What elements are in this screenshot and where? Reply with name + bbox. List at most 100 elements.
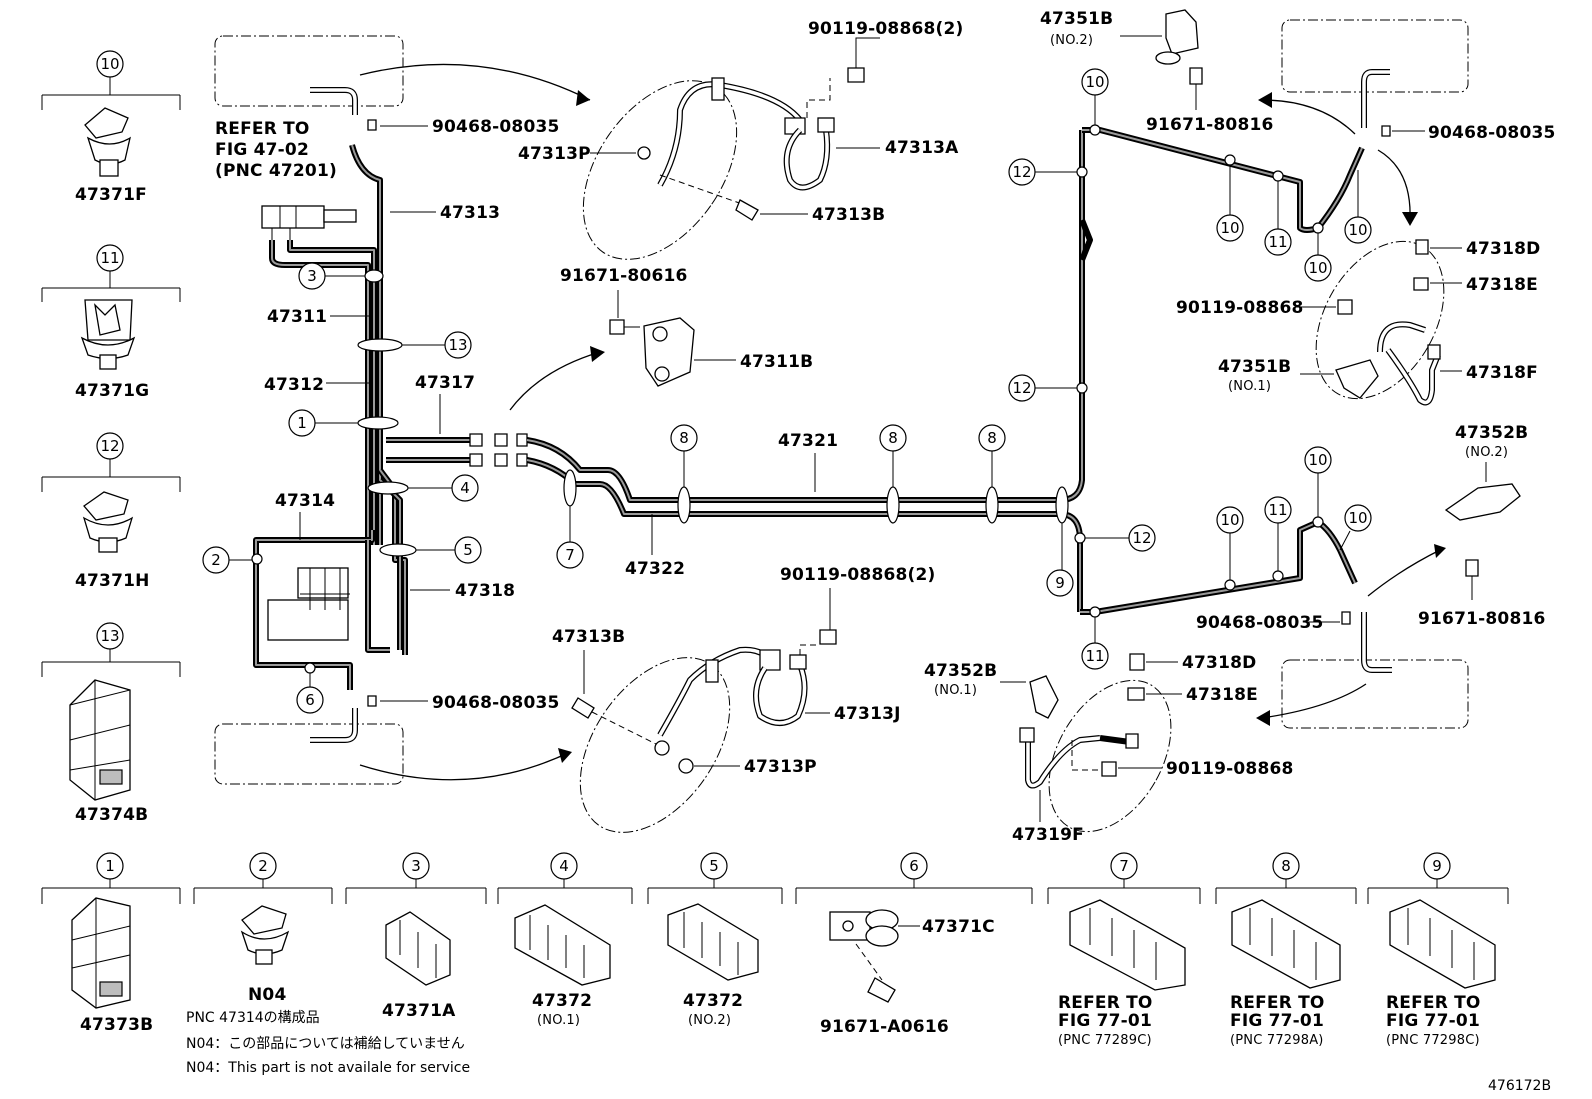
svg-text:10: 10 <box>1220 511 1239 529</box>
refer-line1: REFER TO <box>215 119 310 139</box>
label-47317: 47317 <box>415 373 475 393</box>
svg-text:3: 3 <box>411 857 421 875</box>
bottom-part-9-pnc: (PNC 77298C) <box>1386 1033 1480 1048</box>
svg-text:12: 12 <box>1132 529 1151 547</box>
bottom-part-9[interactable]: 9 REFER TO FIG 77-01 (PNC 77298C) <box>1367 852 1509 1048</box>
svg-text:11: 11 <box>1268 501 1287 519</box>
svg-text:3: 3 <box>307 267 317 285</box>
label-47322: 47322 <box>625 559 685 579</box>
main-tube-assembly: REFER TO FIG 47-02 (PNC 47201) <box>202 35 1085 785</box>
svg-text:13: 13 <box>100 627 119 645</box>
bottom-parts-row: 1 47373B 2 N04 3 47371A 4 <box>41 852 1509 1048</box>
svg-text:8: 8 <box>888 429 898 447</box>
front-hose-detail-top: 90119-08868(2) 47313A 47313P 47313B <box>518 19 964 260</box>
label-90468-top-left: 90468-08035 <box>432 117 560 137</box>
label-47351B-no2-sub: (NO.2) <box>1050 33 1093 48</box>
n04-note-jp: N04：この部品については補給していません <box>186 1036 465 1052</box>
bottom-part-1-label: 47373B <box>80 1015 153 1035</box>
bottom-part-5[interactable]: 5 47372 (NO.2) <box>647 852 783 1028</box>
label-90468-bottom-right: 90468-08035 <box>1196 613 1324 633</box>
svg-text:9: 9 <box>1432 857 1442 875</box>
bottom-part-3-label: 47371A <box>382 1001 456 1021</box>
svg-text:10: 10 <box>1220 219 1239 237</box>
label-90119-right-bottom: 90119-08868 <box>1166 759 1294 779</box>
bottom-part-2-label: N04 <box>248 985 287 1005</box>
svg-text:12: 12 <box>1012 379 1031 397</box>
bottom-part-7-refer: REFER TO <box>1058 993 1153 1013</box>
label-47351B-no1: 47351B <box>1218 357 1291 377</box>
bottom-part-6[interactable]: 6 47371C 91671-A0616 <box>795 852 1033 1037</box>
label-90119-right: 90119-08868 <box>1176 298 1304 318</box>
figure-id: 476172B <box>1488 1078 1551 1094</box>
label-47313J: 47313J <box>834 704 901 724</box>
svg-text:6: 6 <box>305 691 315 709</box>
legend-clip-12[interactable]: 12 47371H <box>41 432 181 591</box>
bottom-part-8[interactable]: 8 REFER TO FIG 77-01 (PNC 77298A) <box>1215 852 1357 1048</box>
label-47313P-mid: 47313P <box>744 757 817 777</box>
clip-legend: 10 47371F 11 47371G 12 47371H <box>41 50 181 825</box>
bottom-part-5-label: 47372 <box>683 991 743 1011</box>
legend-part-12: 47371H <box>75 571 150 591</box>
svg-text:2: 2 <box>258 857 268 875</box>
legend-part-13: 47374B <box>75 805 148 825</box>
label-47311: 47311 <box>267 307 327 327</box>
svg-text:9: 9 <box>1055 574 1065 592</box>
legend-clip-10[interactable]: 10 47371F <box>41 50 181 205</box>
label-90119-mid: 90119-08868(2) <box>780 565 936 585</box>
label-90468-top-right: 90468-08035 <box>1428 123 1556 143</box>
bottom-part-8-pnc: (PNC 77298A) <box>1230 1033 1324 1048</box>
label-91671-80616: 91671-80616 <box>560 266 688 286</box>
label-47312: 47312 <box>264 375 324 395</box>
label-47352B-no2-sub: (NO.2) <box>1465 445 1508 460</box>
svg-text:1: 1 <box>297 414 307 432</box>
label-91671-80816-top: 91671-80816 <box>1146 115 1274 135</box>
svg-text:13: 13 <box>448 336 467 354</box>
legend-part-11: 47371G <box>75 381 149 401</box>
bottom-part-1[interactable]: 1 47373B <box>41 852 181 1035</box>
bottom-part-8-fig: FIG 77-01 <box>1230 1011 1324 1031</box>
svg-text:12: 12 <box>100 437 119 455</box>
svg-text:11: 11 <box>1268 233 1287 251</box>
rear-tube-assembly: 10 12 12 10 11 10 10 12 11 10 11 10 10 <box>924 9 1556 845</box>
bottom-part-7[interactable]: 7 REFER TO FIG 77-01 (PNC 77289C) <box>1047 852 1201 1048</box>
svg-text:4: 4 <box>460 479 470 497</box>
front-hose-detail-bottom: 90119-08868(2) 47313J 47313B 47313P <box>552 565 936 833</box>
bottom-part-7-pnc: (PNC 77289C) <box>1058 1033 1152 1048</box>
label-47318E-bottom: 47318E <box>1186 685 1258 705</box>
legend-clip-11[interactable]: 11 47371G <box>41 244 181 401</box>
pnc-note: PNC 47314の構成品 <box>186 1010 320 1026</box>
label-47314: 47314 <box>275 491 335 511</box>
svg-text:8: 8 <box>679 429 689 447</box>
bottom-part-3[interactable]: 3 47371A <box>345 852 487 1021</box>
label-47321: 47321 <box>778 431 838 451</box>
label-47352B-no2: 47352B <box>1455 423 1528 443</box>
label-47313: 47313 <box>440 203 500 223</box>
label-47313B-top: 47313B <box>812 205 885 225</box>
svg-text:5: 5 <box>709 857 719 875</box>
svg-text:7: 7 <box>1119 857 1129 875</box>
legend-clip-13[interactable]: 13 47374B <box>41 622 181 825</box>
bottom-part-4[interactable]: 4 47372 (NO.1) <box>497 852 633 1028</box>
svg-text:2: 2 <box>211 551 221 569</box>
label-47351B-no1-sub: (NO.1) <box>1228 379 1271 394</box>
svg-text:8: 8 <box>987 429 997 447</box>
svg-text:11: 11 <box>100 249 119 267</box>
bottom-part-9-fig: FIG 77-01 <box>1386 1011 1480 1031</box>
label-47352B-no1: 47352B <box>924 661 997 681</box>
svg-text:4: 4 <box>559 857 569 875</box>
label-47313A: 47313A <box>885 138 959 158</box>
label-47318F: 47318F <box>1466 363 1538 383</box>
bottom-part-7-fig: FIG 77-01 <box>1058 1011 1152 1031</box>
bottom-part-2[interactable]: 2 N04 <box>193 852 333 1005</box>
label-47352B-no1-sub: (NO.1) <box>934 683 977 698</box>
label-47318D-bottom: 47318D <box>1182 653 1256 673</box>
svg-text:6: 6 <box>909 857 919 875</box>
label-47319F: 47319F <box>1012 825 1084 845</box>
label-90119-top: 90119-08868(2) <box>808 19 964 39</box>
label-47318: 47318 <box>455 581 515 601</box>
label-91671-80816-bottom: 91671-80816 <box>1418 609 1546 629</box>
bottom-part-6-extra: 47371C <box>922 917 995 937</box>
svg-text:5: 5 <box>463 541 473 559</box>
label-90468-bottom-left: 90468-08035 <box>432 693 560 713</box>
